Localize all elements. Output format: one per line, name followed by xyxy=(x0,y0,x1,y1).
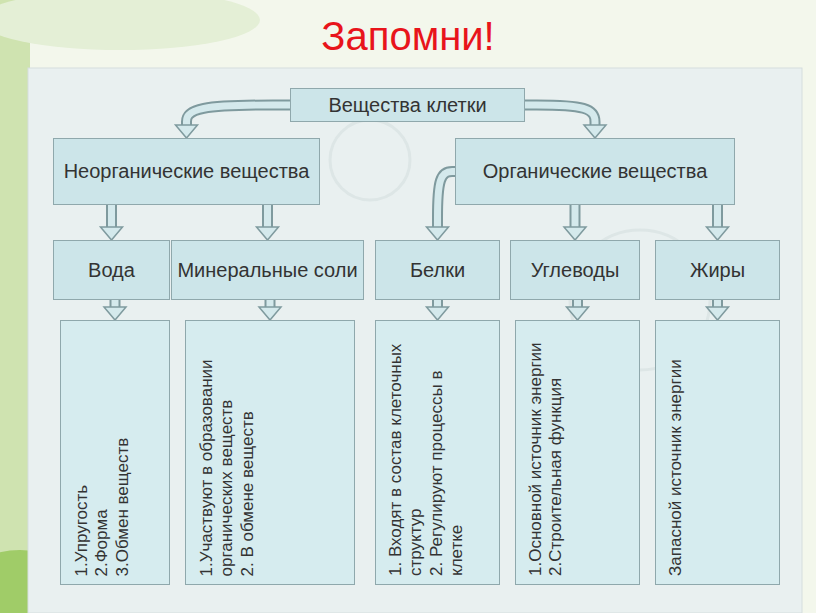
arrow-head xyxy=(564,227,586,240)
block-arrow xyxy=(257,205,279,240)
block-arrow xyxy=(707,205,729,240)
block-arrow xyxy=(564,205,586,240)
rotated-text-block: 1.Участвуют в образовании органических в… xyxy=(196,331,346,576)
box-label: Белки xyxy=(410,259,465,282)
arrow-head xyxy=(707,307,729,320)
arrow-head xyxy=(584,125,606,138)
slide-title: Запомни! xyxy=(0,14,816,59)
list-item: Запасной источник энергии xyxy=(666,331,686,576)
arrow-outline xyxy=(570,205,581,227)
list-item: 1.Упругость xyxy=(71,331,91,576)
block-arrow xyxy=(259,300,281,320)
left-band xyxy=(0,0,30,613)
block-arrow xyxy=(176,105,291,138)
arrow-body xyxy=(714,300,721,307)
description-box: 1.Упругость2.Форма3.Обмен веществ xyxy=(60,320,170,585)
block-arrow xyxy=(427,300,449,320)
block-arrow xyxy=(101,205,123,240)
arrow-body xyxy=(112,300,119,307)
top-glow xyxy=(0,0,260,50)
list-item: 2.Форма xyxy=(91,331,111,576)
box-label: Неорганические вещества xyxy=(64,160,310,183)
box-label: Органические вещества xyxy=(483,160,708,183)
arrow-outline xyxy=(525,105,595,125)
rotated-text-block: Запасной источник энергии xyxy=(666,331,771,576)
category-box: Белки xyxy=(375,240,500,300)
category-box: Вода xyxy=(53,240,170,300)
box-label: Жиры xyxy=(690,259,745,282)
diagram-panel xyxy=(28,68,802,613)
description-box: 1.Основной источник энергии2.Строительна… xyxy=(515,320,640,585)
block-arrow xyxy=(567,300,589,320)
arrow-outline xyxy=(712,205,723,227)
arrow-head xyxy=(101,227,123,240)
arrow-outline xyxy=(572,300,583,307)
box-label: Минеральные соли xyxy=(177,259,357,282)
box-label: Вода xyxy=(88,259,135,282)
arrow-outline xyxy=(110,300,121,307)
arrow-head xyxy=(104,307,126,320)
list-item: 3.Обмен веществ xyxy=(112,331,132,576)
category-box: Органические вещества xyxy=(455,138,735,205)
list-item: 2.Строительная функция xyxy=(546,331,566,576)
category-box: Углеводы xyxy=(510,240,640,300)
rotated-text-block: 1.Упругость2.Форма3.Обмен веществ xyxy=(71,331,161,576)
arrow-body xyxy=(187,105,291,125)
block-arrow xyxy=(707,300,729,320)
arrow-body xyxy=(574,300,581,307)
arrow-outline xyxy=(262,205,273,227)
arrow-head xyxy=(707,227,729,240)
arrow-head xyxy=(427,307,449,320)
category-box: Неорганические вещества xyxy=(53,138,320,205)
arrow-head xyxy=(567,307,589,320)
arrow-body xyxy=(525,105,595,125)
arrow-head xyxy=(259,307,281,320)
arrow-head xyxy=(427,227,449,240)
arrow-outline xyxy=(265,300,276,307)
category-box: Минеральные соли xyxy=(171,240,364,300)
arrow-body xyxy=(572,205,579,227)
arrow-body xyxy=(267,300,274,307)
description-box: 1.Участвуют в образовании органических в… xyxy=(185,320,355,585)
block-arrow xyxy=(104,300,126,320)
arrow-outline xyxy=(438,172,456,228)
list-item: 1.Участвуют в образовании органических в… xyxy=(196,331,237,576)
box-label: Вещества клетки xyxy=(328,94,486,117)
category-box: Жиры xyxy=(655,240,780,300)
panel-texture xyxy=(330,120,410,200)
arrow-head xyxy=(257,227,279,240)
arrow-body xyxy=(434,300,441,307)
list-item: 2. Регулируют процессы в клетке xyxy=(427,331,468,576)
list-item: 2. В обмене веществ xyxy=(237,331,257,576)
arrow-outline xyxy=(712,300,723,307)
arrow-outline xyxy=(432,300,443,307)
arrow-head xyxy=(176,125,198,138)
rotated-text-block: 1.Основной источник энергии2.Строительна… xyxy=(526,331,631,576)
arrow-body xyxy=(108,205,115,227)
arrow-outline xyxy=(106,205,117,227)
arrow-outline xyxy=(187,105,291,125)
block-arrow xyxy=(525,105,606,138)
box-label: Углеводы xyxy=(531,259,620,282)
rotated-text-block: 1. Входят в состав клеточных структур2. … xyxy=(386,331,491,576)
list-item: 1.Основной источник энергии xyxy=(526,331,546,576)
description-box: Запасной источник энергии xyxy=(655,320,780,585)
category-box: Вещества клетки xyxy=(290,88,525,122)
arrow-body xyxy=(264,205,271,227)
description-box: 1. Входят в состав клеточных структур2. … xyxy=(375,320,500,585)
list-item: 1. Входят в состав клеточных структур xyxy=(386,331,427,576)
arrow-body xyxy=(438,172,456,228)
block-arrow xyxy=(427,172,456,241)
arrow-body xyxy=(714,205,721,227)
